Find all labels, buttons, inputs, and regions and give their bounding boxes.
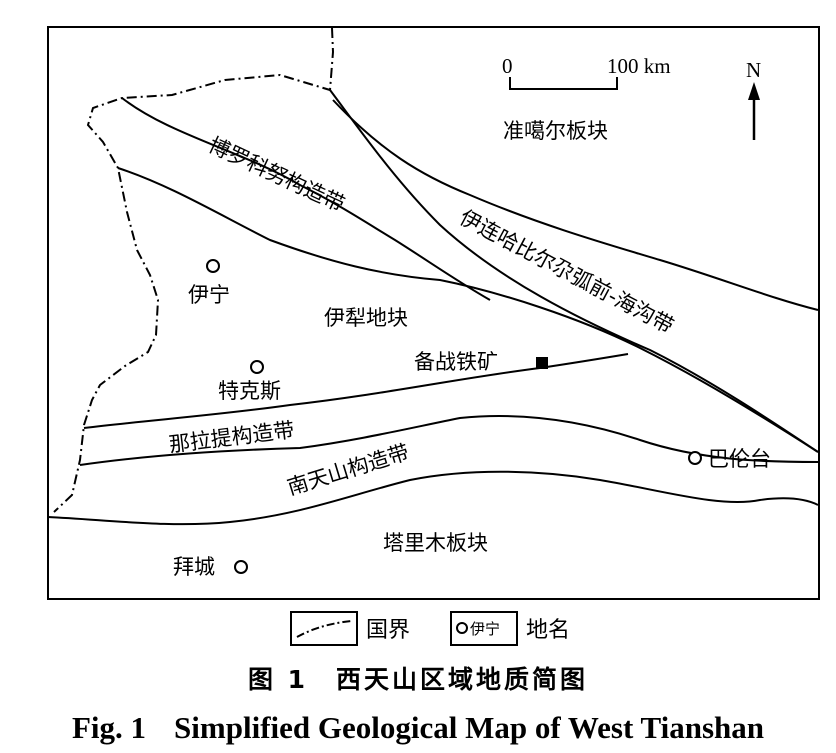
scale-zero-label: 0 (502, 54, 513, 78)
geological-map: 0 100 km N 准噶尔板块 博罗科努构造带 伊连哈比尔尕弧前-海沟带 伊犁… (47, 26, 820, 646)
borohoro-north-boundary (121, 97, 491, 301)
scale-max-label: 100 km (607, 54, 671, 78)
tarim-plate-label: 塔里木板块 (383, 531, 488, 555)
town-marker-icon (250, 360, 264, 374)
north-arrow-icon: N (746, 58, 761, 140)
town-marker-icon (234, 560, 248, 574)
town-label: 特克斯 (218, 379, 281, 403)
nalati-north-boundary (83, 353, 629, 429)
caption-en-fig: Fig. 1 (71, 710, 147, 745)
legend: 国界 伊宁 地名 (290, 611, 570, 646)
iron-deposit: 备战铁矿 (414, 350, 548, 374)
town-yining: 伊宁 (188, 259, 230, 307)
town-baluntai: 巴伦台 (688, 447, 771, 471)
arc-south-boundary (329, 89, 819, 453)
legend-town-label: 地名 (526, 618, 570, 643)
arc-north-boundary (332, 99, 819, 311)
south-tianshan-south-boundary (47, 470, 819, 526)
caption-cn-fig: 图 1 (247, 665, 309, 694)
national-border-line (53, 27, 335, 513)
legend-border-swatch (290, 611, 358, 646)
caption-cn-title: 西天山区域地质简图 (336, 665, 589, 694)
south-tianshan-belt-label: 南天山构造带 (284, 440, 412, 500)
town-label: 巴伦台 (708, 447, 771, 471)
town-marker-icon (206, 259, 220, 273)
legend-border-line-icon (296, 620, 352, 638)
arc-trench-belt-label: 伊连哈比尔尕弧前-海沟带 (456, 205, 678, 338)
caption-en-title: Simplified Geological Map of West Tiansh… (174, 710, 765, 745)
legend-town-marker-icon (456, 622, 468, 634)
scale-bar: 0 100 km (502, 54, 671, 90)
north-label: N (746, 58, 761, 82)
town-label: 伊宁 (188, 283, 230, 307)
legend-border-label: 国界 (366, 618, 410, 643)
borohoro-south-boundary (117, 167, 819, 453)
caption-chinese: 图 1 西天山区域地质简图 (0, 660, 836, 696)
town-marker-icon (688, 451, 702, 465)
junggar-plate-label: 准噶尔板块 (503, 119, 608, 143)
deposit-marker-icon (536, 357, 548, 369)
town-baicheng: 拜城 (173, 555, 248, 579)
town-label: 拜城 (173, 555, 215, 579)
yili-block-label: 伊犁地块 (324, 306, 408, 330)
legend-town-sample: 伊宁 (470, 620, 500, 638)
town-tekes: 特克斯 (218, 360, 281, 403)
legend-town-swatch (450, 611, 518, 646)
borohoro-belt-label: 博罗科努构造带 (205, 133, 348, 217)
map-border (47, 26, 820, 600)
caption-english: Fig. 1 Simplified Geological Map of West … (0, 710, 836, 746)
deposit-label: 备战铁矿 (414, 350, 498, 374)
